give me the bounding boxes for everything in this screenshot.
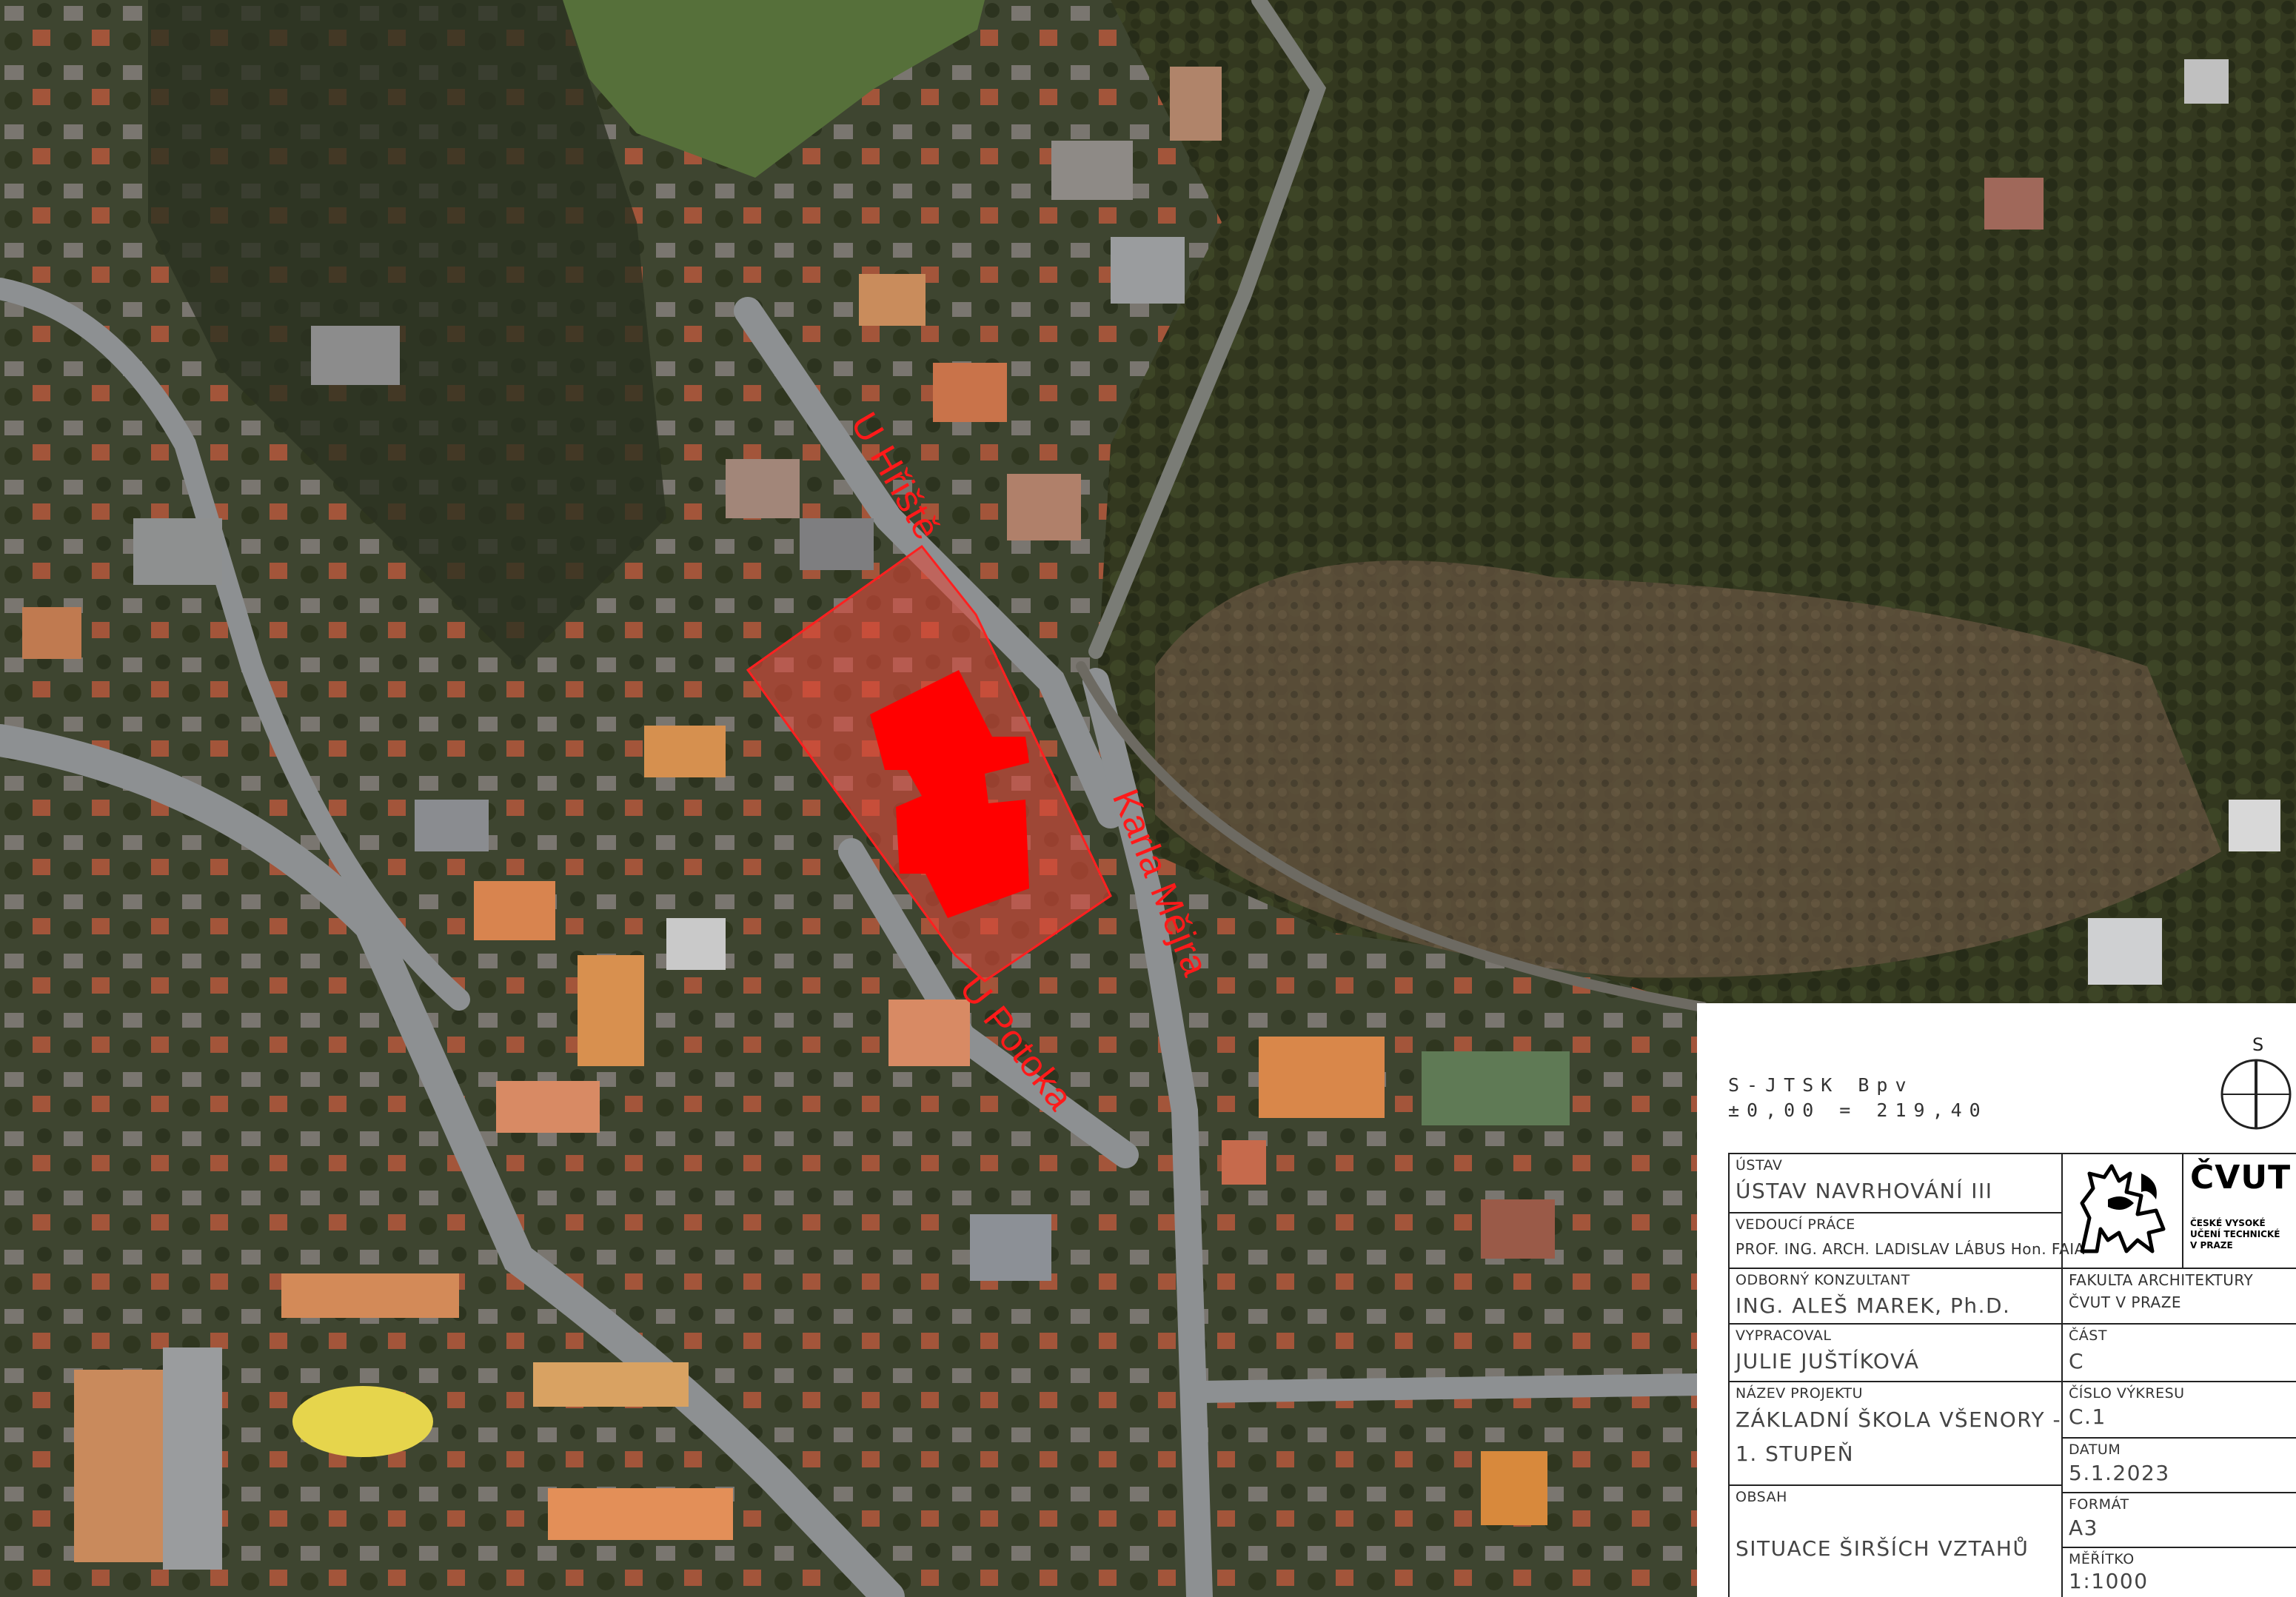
vypracoval-label: VYPRACOVAL [1736, 1328, 1832, 1344]
fakulta-line2: ČVUT V PRAZE [2069, 1293, 2182, 1311]
projekt-line2: 1. STUPEŇ [1736, 1442, 1855, 1466]
cvut-logo-text: ČVUT [2190, 1159, 2292, 1196]
forest-clearing [1155, 560, 2221, 978]
obsah-label: OBSAH [1736, 1489, 1787, 1505]
ustav-label: ÚSTAV [1736, 1157, 1783, 1174]
cast-label: ČÁST [2069, 1328, 2107, 1344]
north-arrow-icon [2220, 1059, 2292, 1130]
lion-logo-icon [2080, 1164, 2166, 1253]
vedouci-label: VEDOUCÍ PRÁCE [1736, 1216, 1855, 1233]
road-south-east [1188, 1373, 1708, 1403]
projekt-line1: ZÁKLADNÍ ŠKOLA VŠENORY - [1736, 1407, 2062, 1432]
road-karla-mejra [1082, 668, 1213, 1597]
konzultant-label: ODBORNÝ KONZULTANT [1736, 1272, 1910, 1288]
vypracoval-value: JULIE JUŠTÍKOVÁ [1736, 1349, 1920, 1373]
title-block: S-JTSK Bpv ±0,00 = 219,40 S ÚSTAV ÚSTAV … [1697, 1003, 2296, 1597]
proposed-building [870, 670, 1029, 918]
forest-left [148, 0, 666, 666]
road-u-hriste [734, 297, 1125, 828]
road-forest-path [1076, 661, 1708, 1012]
cvut-sub-3: V PRAZE [2190, 1240, 2233, 1251]
road-north [1088, 0, 1327, 659]
format-label: FORMÁT [2069, 1496, 2129, 1513]
coordinate-system: S-JTSK Bpv [1728, 1074, 1914, 1096]
town-buildings [22, 59, 2280, 1570]
cvut-sub-2: UČENÍ TECHNICKÉ [2190, 1229, 2280, 1239]
sports-field [563, 0, 985, 178]
ustav-value: ÚSTAV NAVRHOVÁNÍ III [1736, 1179, 1993, 1203]
datum-value: 5.1.2023 [2069, 1461, 2170, 1485]
datum-label: DATUM [2069, 1442, 2121, 1458]
elevation-datum: ±0,00 = 219,40 [1728, 1099, 1988, 1121]
konzultant-value: ING. ALEŠ MAREK, Ph.D. [1736, 1293, 2011, 1318]
road-main-left [0, 724, 905, 1597]
projekt-label: NÁZEV PROJEKTU [1736, 1385, 1863, 1402]
cislo-value: C.1 [2069, 1405, 2106, 1429]
road-west-curve [0, 278, 470, 1011]
fakulta-line1: FAKULTA ARCHITEKTURY [2069, 1271, 2254, 1289]
format-value: A3 [2069, 1516, 2098, 1540]
cislo-label: ČÍSLO VÝKRESU [2069, 1385, 2185, 1402]
cast-value: C [2069, 1349, 2085, 1373]
obsah-value: SITUACE ŠIRŠÍCH VZTAHŮ [1736, 1536, 2029, 1561]
meritko-label: MĚŘÍTKO [2069, 1551, 2135, 1567]
cvut-sub-1: ČESKÉ VYSOKÉ [2190, 1218, 2266, 1228]
meritko-value: 1:1000 [2069, 1569, 2149, 1593]
vedouci-value: PROF. ING. ARCH. LADISLAV LÁBUS Hon. FAI… [1736, 1240, 2085, 1258]
north-label: S [2252, 1034, 2264, 1055]
road-network [0, 0, 1708, 1597]
